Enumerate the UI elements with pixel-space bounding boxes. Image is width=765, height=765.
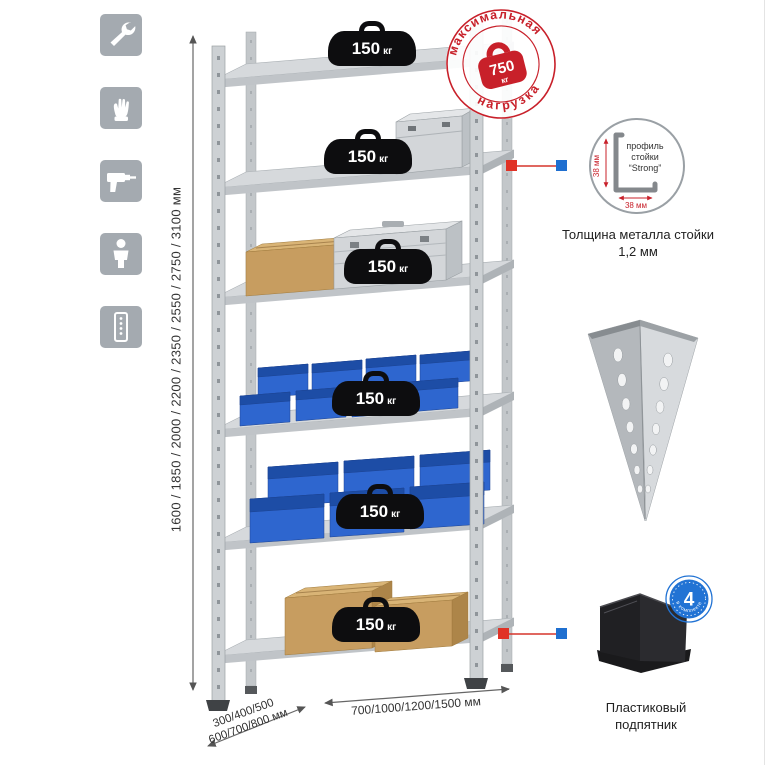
weight-handle	[363, 371, 389, 383]
width-dimension-line	[324, 685, 510, 707]
load-unit: кг	[387, 396, 397, 407]
back-left-post	[245, 31, 257, 687]
load-value: 150	[359, 502, 389, 521]
load-value: 150	[355, 615, 385, 634]
red-marker	[506, 160, 517, 171]
profile-label-3: “Strong”	[629, 163, 662, 173]
feature-tile-drill	[100, 160, 142, 202]
load-unit: кг	[383, 46, 393, 57]
weight-handle	[355, 129, 381, 141]
weight-handle	[375, 239, 401, 251]
kit-badge-value: 4	[684, 590, 695, 611]
rack-foot	[464, 678, 488, 689]
feature-tile-person	[100, 233, 142, 275]
profile-dim-vertical: 38 мм	[592, 155, 601, 177]
load-value: 150	[355, 389, 385, 408]
blue-marker	[556, 160, 567, 171]
load-value: 150	[367, 257, 397, 276]
profile-callout: 38 мм 38 мм профиль стойки “Strong”	[589, 118, 685, 214]
perforated-post-icon	[114, 312, 128, 342]
drill-icon	[107, 173, 136, 192]
blue-marker	[556, 628, 567, 639]
person-icon	[113, 239, 129, 268]
foot-caption: Пластиковый подпятник	[605, 700, 687, 732]
kit-badge: 4 в комплекте	[665, 575, 713, 623]
stamp-weight-icon: 750 кг	[478, 42, 527, 90]
stamp-unit: кг	[500, 75, 510, 86]
gloves-icon	[113, 98, 129, 121]
feature-tile-assembly	[100, 14, 142, 56]
weight-handle	[367, 484, 393, 496]
rack-foot	[206, 700, 230, 711]
load-value: 150	[351, 39, 381, 58]
load-unit: кг	[387, 622, 397, 633]
wrench-icon	[110, 22, 136, 46]
foot-callout-markers	[498, 628, 567, 639]
feature-tile-post	[100, 306, 142, 348]
weight-handle	[359, 21, 385, 33]
profile-caption: Толщина металла стойки 1,2 мм	[562, 227, 714, 259]
load-value: 150	[347, 147, 377, 166]
depth-dimension-line	[207, 706, 306, 747]
load-unit: кг	[391, 509, 401, 520]
stamp-value: 750	[488, 57, 516, 80]
post-profile-image	[587, 319, 699, 522]
aluminum-case	[395, 107, 477, 175]
profile-callout-markers	[506, 160, 567, 171]
feature-tile-gloves	[100, 87, 142, 129]
load-unit: кг	[379, 154, 389, 165]
red-marker	[498, 628, 509, 639]
height-dimension-label: 1600 / 1850 / 2000 / 2200 / 2350 / 2550 …	[168, 186, 184, 533]
weight-handle	[363, 597, 389, 609]
profile-cross-section	[613, 132, 658, 193]
profile-label-2: стойки	[631, 152, 659, 162]
load-unit: кг	[399, 264, 409, 275]
profile-dim-horizontal: 38 мм	[625, 201, 647, 210]
profile-label-1: профиль	[626, 141, 664, 151]
